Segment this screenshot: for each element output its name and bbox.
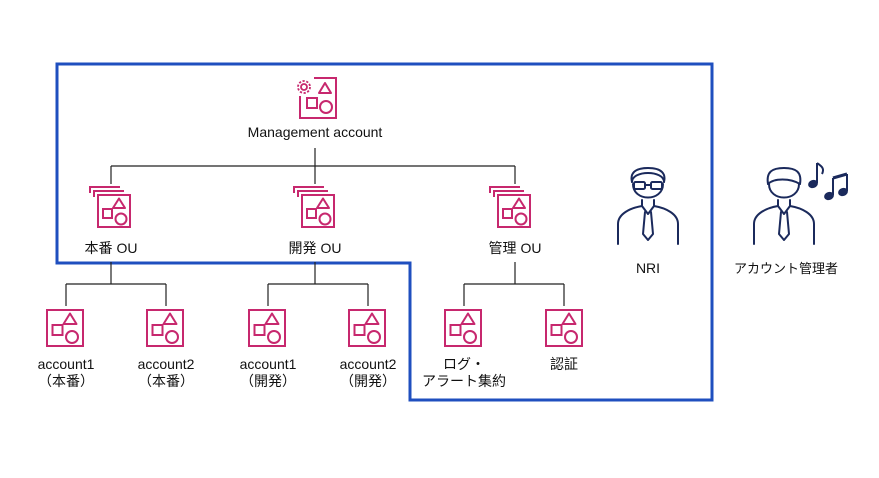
account-label-line2: （開発） — [239, 373, 296, 389]
account-label: ログ・ アラート集約 — [422, 356, 506, 390]
account-label-line1: 認証 — [550, 356, 578, 372]
account-label-line1: account2 — [137, 356, 195, 372]
ou-kanri-icon — [489, 186, 531, 228]
nri-managed-boundary — [55, 62, 714, 402]
account-label-line1: account1 — [239, 356, 297, 372]
account-label: account2 （本番） — [138, 356, 195, 390]
account-icon — [46, 309, 84, 347]
ou-honban-icon — [89, 186, 131, 228]
ou-label-kanri: 管理 OU — [488, 240, 542, 256]
account-label-line2: （本番） — [137, 373, 194, 389]
account-icon — [248, 309, 286, 347]
account-icon — [444, 309, 482, 347]
account-label-line1: account2 — [339, 356, 397, 372]
account-label-line1: ログ・ — [443, 356, 485, 372]
account-label: account1 （開発） — [240, 356, 297, 390]
account-icon — [348, 309, 386, 347]
account-icon — [545, 309, 583, 347]
management-account-label: Management account — [247, 124, 383, 140]
account-label-line2: （本番） — [37, 373, 94, 389]
ou-label-honban: 本番 OU — [84, 240, 138, 256]
account-label: account1 （本番） — [38, 356, 95, 390]
account-label-line2: （開発） — [339, 373, 396, 389]
person-label-nri: NRI — [635, 260, 661, 276]
person-music-icon — [753, 167, 815, 245]
account-label-line1: account1 — [37, 356, 95, 372]
account-label: 認証 — [550, 356, 578, 373]
account-label-line2: アラート集約 — [422, 373, 506, 389]
hierarchy-connectors — [65, 148, 565, 306]
music-note-icon — [808, 162, 848, 201]
ou-kaihatsu-icon — [293, 186, 335, 228]
management-account-icon — [297, 77, 337, 119]
ou-label-kaihatsu: 開発 OU — [288, 240, 342, 256]
person-label-account-manager: アカウント管理者 — [733, 261, 839, 276]
person-glasses-icon — [617, 167, 679, 245]
account-label: account2 （開発） — [340, 356, 397, 390]
account-icon — [146, 309, 184, 347]
